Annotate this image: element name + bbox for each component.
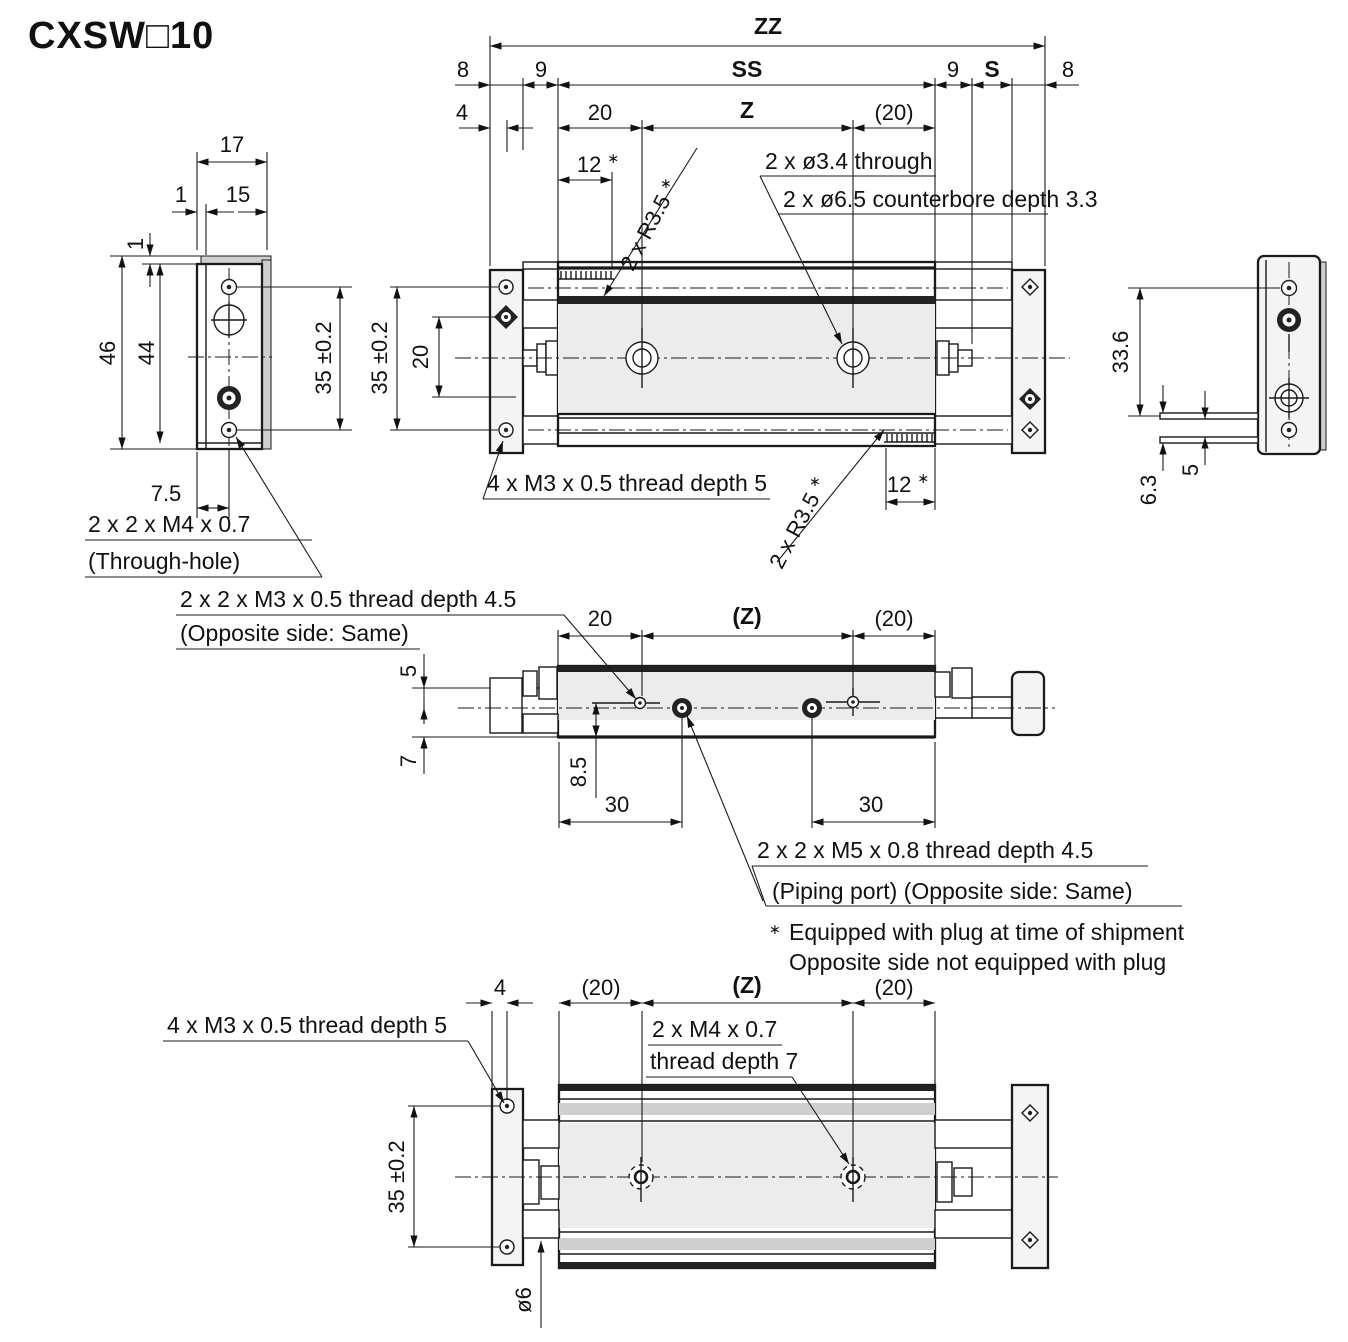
bore-hole-icon bbox=[211, 302, 247, 338]
dim-33-6-label: 33.6 bbox=[1108, 331, 1133, 374]
dim-20-label: 20 bbox=[588, 100, 612, 125]
mv-dim-20-label: 20 bbox=[588, 606, 612, 631]
dim-9r-label: 9 bbox=[947, 57, 959, 82]
mv-dim-20p-label: (20) bbox=[874, 606, 913, 631]
mv-m3-note: 2 x 2 x M3 x 0.5 thread depth 4.5 bbox=[180, 586, 516, 612]
middle-side-view: 20 (Z) (20) 5 7 8.5 30 30 2 x 2 x M3 x 0… bbox=[176, 586, 1185, 975]
dim-35-label: 35 ±0.2 bbox=[311, 321, 336, 394]
plate-hole-icons-left bbox=[494, 279, 518, 438]
page-title: CXSW□10 bbox=[28, 15, 214, 57]
mv-m3-note2: (Opposite side: Same) bbox=[180, 620, 409, 646]
bv-thread-hole-icons bbox=[628, 1157, 866, 1202]
bottom-view: 4 (20) (Z) (20) 4 x M3 x 0.5 thread dept… bbox=[163, 972, 1058, 1328]
dim-15-label: 15 bbox=[226, 182, 250, 207]
bv-dim-35-label: 35 ±0.2 bbox=[384, 1140, 409, 1213]
dim-35-top-label: 35 ±0.2 bbox=[367, 321, 392, 394]
right-side-view: 33.6 6.3 5 bbox=[1108, 254, 1327, 506]
rv-hole-icons bbox=[1269, 279, 1309, 439]
m3-thread-note: 4 x M3 x 0.5 thread depth 5 bbox=[487, 470, 767, 496]
mv-m5-note: 2 x 2 x M5 x 0.8 thread depth 4.5 bbox=[757, 837, 1093, 863]
dim-12r-label: 12∗ bbox=[887, 470, 929, 497]
mv-dim-z-label: (Z) bbox=[732, 603, 761, 629]
mv-dim-30l-label: 30 bbox=[605, 792, 629, 817]
mv-dim-5-label: 5 bbox=[396, 665, 421, 677]
dim-5-label: 5 bbox=[1178, 464, 1203, 476]
guide-rod-hole-icon bbox=[217, 386, 241, 410]
dim-20v-label: 20 bbox=[408, 345, 433, 369]
dim-9l-label: 9 bbox=[535, 57, 547, 82]
dim-1v-label: 1 bbox=[123, 238, 148, 250]
dim-6-3-label: 6.3 bbox=[1136, 475, 1161, 506]
top-view: ZZ 8 9 SS 9 S 8 4 20 Z (20) 12∗ 2 x R3.5… bbox=[367, 13, 1098, 573]
bv-m3-note: 4 x M3 x 0.5 thread depth 5 bbox=[167, 1012, 447, 1038]
dim-12l-label: 12∗ bbox=[577, 150, 619, 177]
dim-s-label: S bbox=[984, 56, 999, 82]
dim-7-5-label: 7.5 bbox=[151, 481, 182, 506]
dim-8l-label: 8 bbox=[457, 57, 469, 82]
plug-note2: Opposite side not equipped with plug bbox=[789, 949, 1166, 975]
dim-8r-label: 8 bbox=[1062, 57, 1074, 82]
mv-dim-30r-label: 30 bbox=[859, 792, 883, 817]
bv-m4-note2: thread depth 7 bbox=[650, 1048, 798, 1074]
dim-z-label: Z bbox=[740, 97, 754, 123]
plug-note-mark: ∗ bbox=[769, 921, 781, 937]
plug-note1: Equipped with plug at time of shipment bbox=[789, 919, 1185, 945]
mount-hole-bottom-icon bbox=[220, 421, 238, 439]
dia34-note: 2 x ø3.4 through bbox=[765, 148, 933, 174]
mv-dim-8-5-label: 8.5 bbox=[566, 757, 591, 788]
bv-dim-20r-label: (20) bbox=[874, 975, 913, 1000]
dim-46-label: 46 bbox=[95, 341, 120, 365]
bv-m4-note: 2 x M4 x 0.7 bbox=[652, 1016, 777, 1042]
dim-4-label: 4 bbox=[456, 100, 468, 125]
radius-note-bottom: 2 x R3.5∗ bbox=[763, 472, 833, 572]
plate-hole-icons-right bbox=[1019, 278, 1041, 439]
mv-hole-icons bbox=[592, 688, 880, 718]
bv-dia6-label: ø6 bbox=[511, 1287, 536, 1313]
radius-note-top: 2 x R3.5∗ bbox=[614, 174, 684, 274]
bv-dim-z-label: (Z) bbox=[732, 972, 761, 998]
through-hole-note2: (Through-hole) bbox=[88, 548, 240, 574]
through-hole-note: 2 x 2 x M4 x 0.7 bbox=[88, 511, 250, 537]
left-side-view: 17 1 15 1 46 44 35 ±0.2 7.5 2 x 2 x M4 x… bbox=[85, 132, 352, 578]
dim-ss-label: SS bbox=[732, 56, 763, 82]
dim-zz-label: ZZ bbox=[754, 13, 782, 39]
dim-44-label: 44 bbox=[134, 341, 159, 365]
bv-dim-4-label: 4 bbox=[494, 975, 506, 1000]
bv-dim-20l-label: (20) bbox=[581, 975, 620, 1000]
mv-dim-7-label: 7 bbox=[396, 755, 421, 767]
mv-m5-note2: (Piping port) (Opposite side: Same) bbox=[772, 878, 1133, 904]
dia65-note: 2 x ø6.5 counterbore depth 3.3 bbox=[783, 186, 1098, 212]
dim-1h-label: 1 bbox=[175, 182, 187, 207]
dim-20p-label: (20) bbox=[874, 100, 913, 125]
dim-17-label: 17 bbox=[220, 132, 244, 157]
mount-hole-top-icon bbox=[220, 278, 238, 296]
